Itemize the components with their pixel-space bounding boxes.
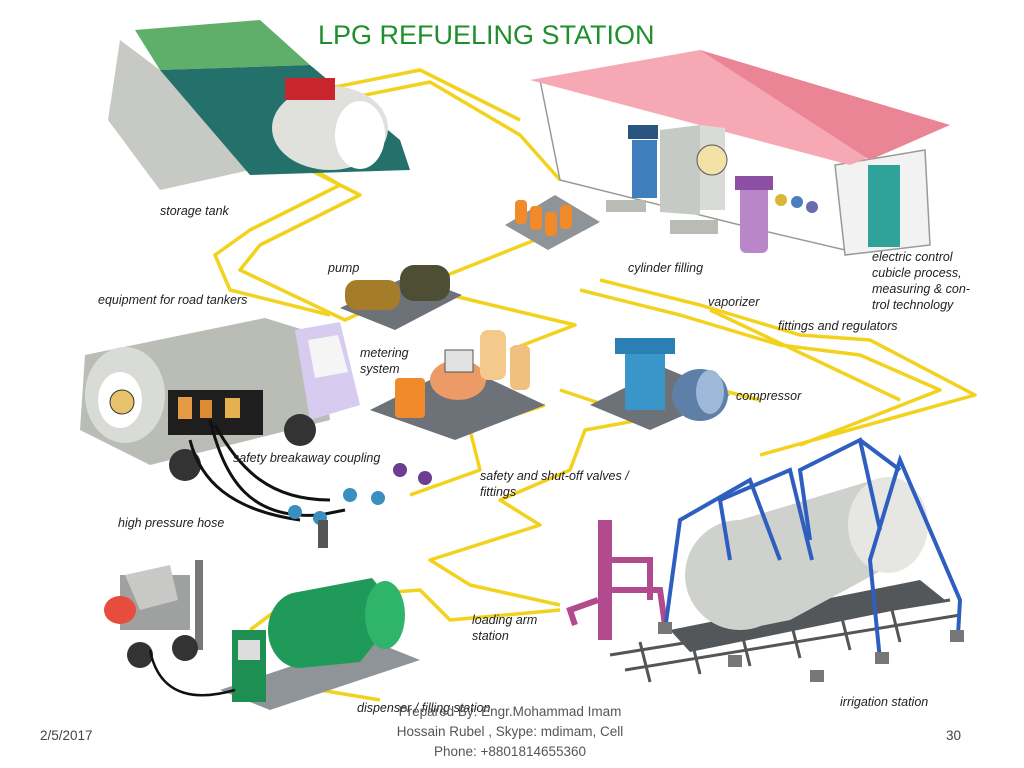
label-compressor: compressor (736, 389, 802, 403)
valves-and-hoses (188, 419, 432, 548)
label-road-tankers: equipment for road tankers (98, 293, 247, 307)
label-metering-1: metering (360, 346, 409, 360)
footer-date: 2/5/2017 (40, 728, 93, 743)
road-tanker (80, 318, 360, 481)
credit-line-2: Hossain Rubel , Skype: mdimam, Cell (396, 724, 624, 739)
label-fittings-regulators: fittings and regulators (778, 319, 898, 333)
loading-arm-station (566, 520, 668, 640)
building (530, 50, 950, 256)
label-metering-2: system (360, 362, 400, 376)
label-loading-arm-1: loading arm (472, 613, 537, 627)
page-number: 30 (946, 728, 962, 743)
label-storage-tank: storage tank (160, 204, 230, 218)
label-cylinder-filling: cylinder filling (628, 261, 703, 275)
label-electric-control-3: measuring & con- (872, 282, 970, 296)
label-shutoff-2: fittings (480, 485, 516, 499)
label-dispenser: dispenser / filling station (357, 701, 490, 715)
pump (340, 265, 462, 330)
label-irrigation: irrigation station (840, 695, 928, 709)
label-electric-control-2: cubicle process, (872, 266, 962, 280)
label-shutoff-1: safety and shut-off valves / (480, 469, 630, 483)
slide-title: LPG REFUELING STATION (318, 20, 655, 50)
rail-tank-car (609, 437, 964, 683)
footer-credit: Prepared By: Engr.Mohammad Imam Hossain … (330, 702, 690, 762)
cylinder-filling (505, 195, 718, 250)
label-loading-arm-2: station (472, 629, 509, 643)
label-electric-control-1: electric control (872, 250, 954, 264)
storage-tank (108, 20, 410, 190)
forklift (104, 560, 203, 668)
label-electric-control-4: trol technology (872, 298, 954, 312)
compressor (590, 338, 730, 430)
credit-line-1: Prepared By: Engr.Mohammad Imam (398, 704, 622, 719)
label-breakaway-coupling: safety breakaway coupling (233, 451, 380, 465)
label-vaporizer: vaporizer (708, 295, 760, 309)
metering-system (370, 330, 545, 440)
label-pump: pump (327, 261, 359, 275)
credit-line-3: Phone: +8801814655360 (433, 744, 587, 759)
dispenser-filling-station (148, 578, 420, 710)
label-high-pressure-hose: high pressure hose (118, 516, 224, 530)
diagram-labels: storage tank pump equipment for road tan… (98, 204, 970, 715)
